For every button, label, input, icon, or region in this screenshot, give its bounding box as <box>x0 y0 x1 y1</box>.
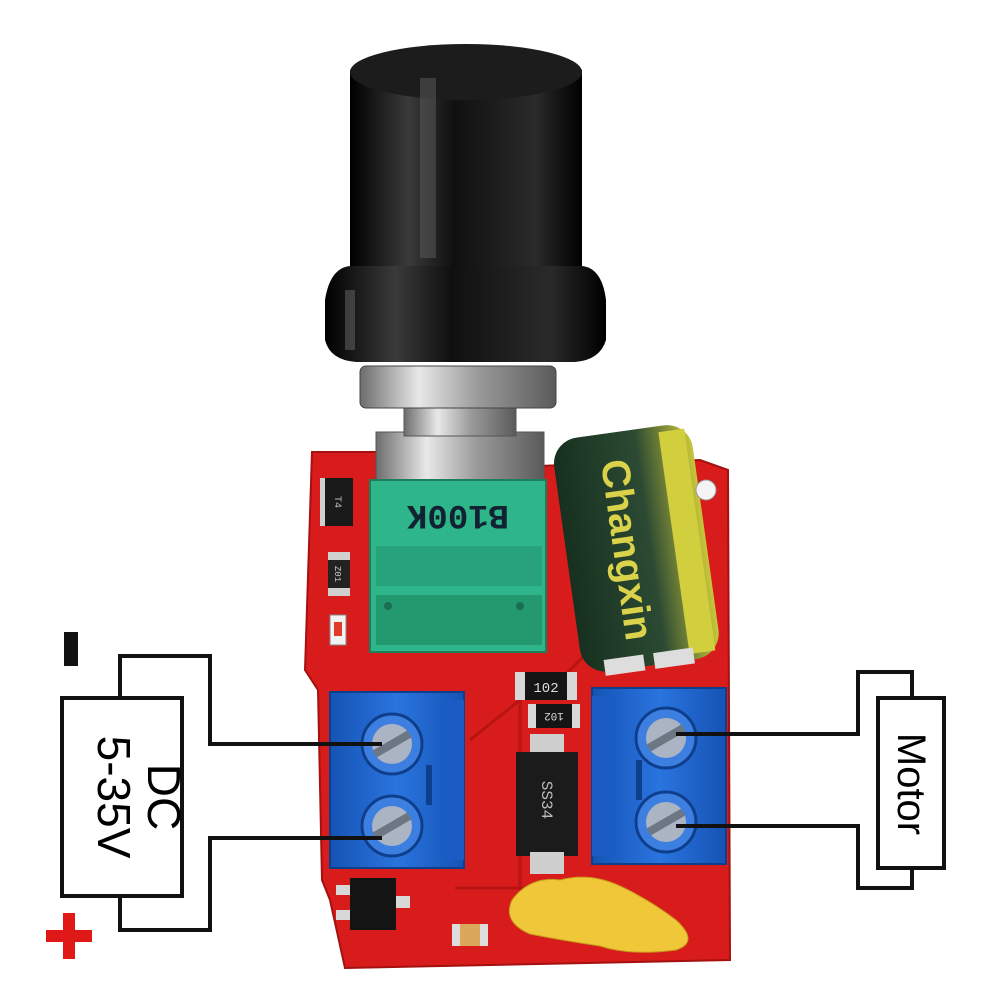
mounting-hole <box>695 479 717 501</box>
resistor-b-mark: 102 <box>544 709 564 721</box>
plus-sign <box>46 913 92 959</box>
resistor-102-b: 102 <box>528 704 580 728</box>
resistor-a-mark: 102 <box>533 681 558 697</box>
resistor-102-a: 102 <box>515 672 577 700</box>
dc-label: DC <box>138 764 190 830</box>
input-terminal-block <box>329 691 465 869</box>
status-led <box>329 614 347 646</box>
dc-source-box <box>60 654 382 932</box>
smd-chip-t4: T4 <box>320 478 353 526</box>
motor-terminal-block <box>591 687 727 865</box>
smd-capacitor-small <box>452 924 488 946</box>
capacitor: Changxin <box>553 425 719 676</box>
chip-mark: T4 <box>331 496 342 508</box>
zener-diode: Z01 <box>328 552 350 596</box>
pot-value-label: B100K <box>406 495 509 533</box>
voltage-label: 5-35V <box>88 736 140 859</box>
motor-label: Motor <box>889 733 933 835</box>
minus-sign <box>64 632 78 666</box>
diode: SS34 <box>516 734 578 874</box>
motor-box <box>676 670 946 890</box>
dc-label-group: DC 5-35V <box>88 736 190 859</box>
ceramic-capacitor <box>508 876 689 953</box>
transistor <box>336 878 410 930</box>
knob <box>325 44 606 362</box>
zener-mark: Z01 <box>332 566 342 582</box>
potentiometer: B100K <box>359 365 557 653</box>
diode-mark: SS34 <box>537 781 555 819</box>
